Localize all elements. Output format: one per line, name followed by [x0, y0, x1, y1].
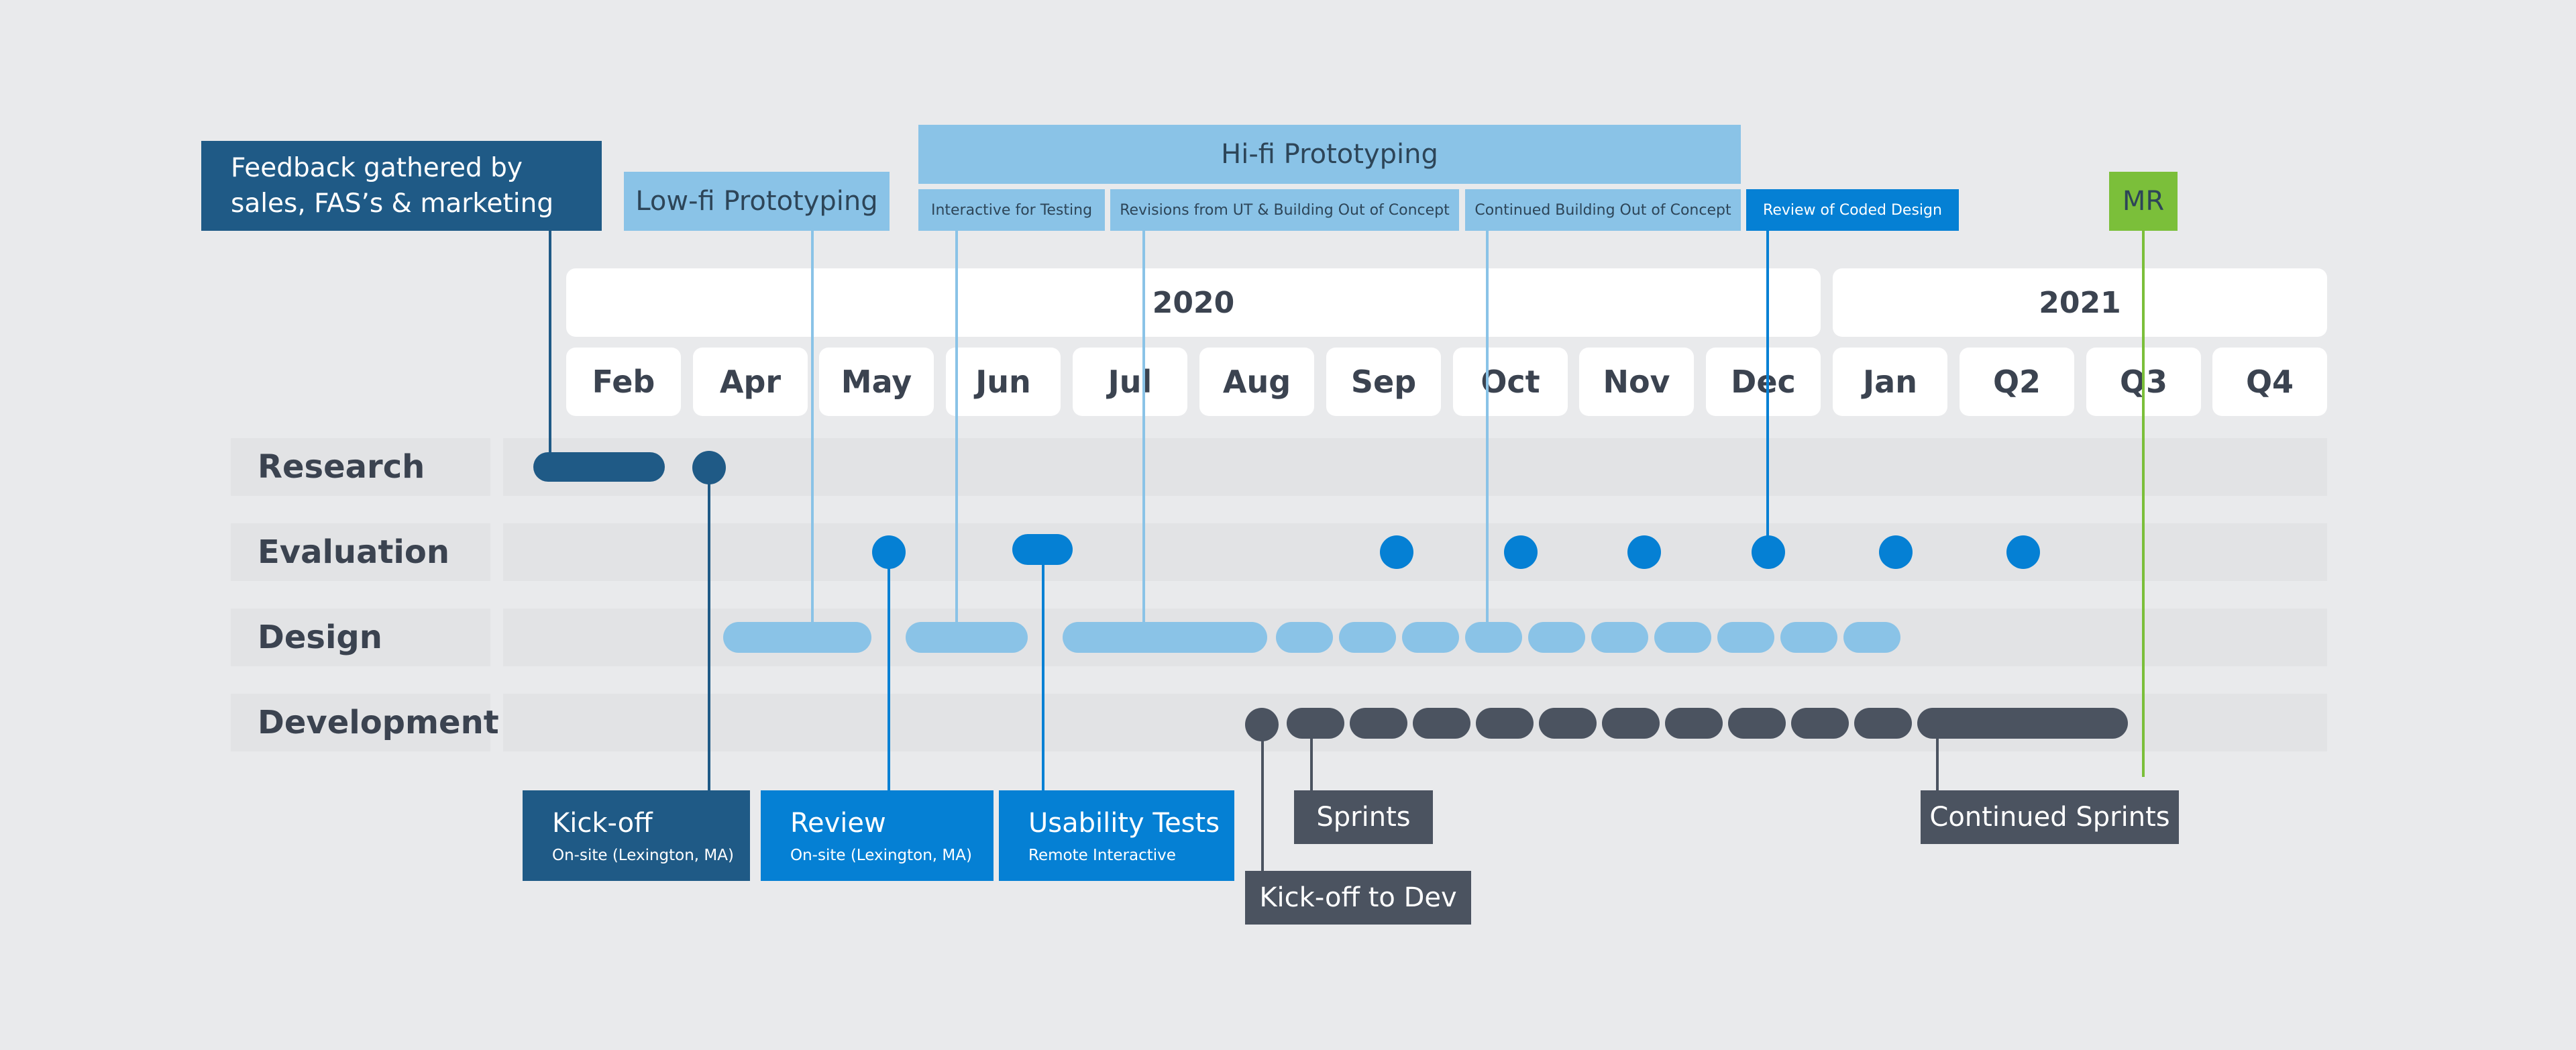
- design-bar-interactive: [906, 622, 1028, 653]
- design-sprint-8: [1717, 622, 1774, 653]
- evaluation-usability-bar: [1012, 534, 1073, 565]
- design-sprint-7: [1654, 622, 1711, 653]
- design-sprint-9: [1780, 622, 1837, 653]
- development-sprint-5: [1539, 708, 1597, 739]
- lane-label-research: Research: [231, 438, 490, 496]
- lane-label-design: Design: [231, 609, 490, 666]
- development-sprint-8: [1728, 708, 1786, 739]
- evaluation-dot-sep: [1380, 535, 1413, 569]
- development-sprint-4: [1476, 708, 1534, 739]
- hifi-sub-interactive-label: Interactive for Testing: [918, 189, 1105, 231]
- sprints-label: Sprints: [1294, 790, 1433, 844]
- month-may: May: [819, 348, 934, 416]
- evaluation-dot-jan: [1879, 535, 1913, 569]
- design-bar-revisions: [1063, 622, 1267, 653]
- hifi-prototyping-label: Hi-fi Prototyping: [918, 125, 1741, 184]
- research-kickoff-dot: [692, 451, 726, 484]
- lofi-prototyping-label: Low-fi Prototyping: [624, 172, 890, 231]
- feedback-phase-label: Feedback gathered by sales, FAS’s & mark…: [201, 141, 602, 231]
- evaluation-dot-nov: [1627, 535, 1661, 569]
- design-sprint-5: [1528, 622, 1585, 653]
- usability-tests-callout: Usability Tests Remote Interactive: [999, 790, 1234, 881]
- evaluation-dot-q2: [2006, 535, 2040, 569]
- mr-milestone-label: MR: [2109, 172, 2178, 231]
- development-sprint-1: [1287, 708, 1344, 739]
- year-2021-header: 2021: [1833, 268, 2327, 337]
- month-q2: Q2: [1960, 348, 2074, 416]
- connector-review: [888, 552, 890, 790]
- research-feedback-bar: [533, 452, 665, 482]
- design-bar-lofi: [723, 622, 871, 653]
- kickoff-to-dev-label: Kick-off to Dev: [1245, 871, 1471, 925]
- connector-kickoff-dev: [1261, 723, 1264, 871]
- connector-lofi: [811, 231, 814, 637]
- development-sprint-9: [1791, 708, 1849, 739]
- lane-track-evaluation: [503, 523, 2327, 581]
- review-callout: Review On-site (Lexington, MA): [761, 790, 994, 881]
- evaluation-review-dot: [872, 535, 906, 569]
- development-sprint-7: [1665, 708, 1723, 739]
- connector-continued-sprints: [1936, 723, 1939, 790]
- month-jan: Jan: [1833, 348, 1947, 416]
- review-coded-design-label: Review of Coded Design: [1746, 189, 1959, 231]
- month-feb: Feb: [566, 348, 681, 416]
- month-dec: Dec: [1706, 348, 1821, 416]
- evaluation-dot-oct: [1504, 535, 1538, 569]
- development-sprint-3: [1413, 708, 1470, 739]
- month-jun: Jun: [946, 348, 1061, 416]
- evaluation-dot-dec: [1752, 535, 1785, 569]
- month-apr: Apr: [693, 348, 808, 416]
- development-sprint-10: [1854, 708, 1912, 739]
- month-sep: Sep: [1326, 348, 1441, 416]
- year-2020-header: 2020: [566, 268, 1821, 337]
- development-sprint-6: [1602, 708, 1660, 739]
- hifi-sub-continued-label: Continued Building Out of Concept: [1465, 189, 1741, 231]
- month-nov: Nov: [1579, 348, 1694, 416]
- continued-sprints-label: Continued Sprints: [1921, 790, 2179, 844]
- month-jul: Jul: [1073, 348, 1187, 416]
- month-q4: Q4: [2212, 348, 2327, 416]
- connector-feedback: [549, 231, 551, 467]
- month-aug: Aug: [1199, 348, 1314, 416]
- connector-continued: [1486, 231, 1489, 637]
- hifi-sub-revisions-label: Revisions from UT & Building Out of Conc…: [1110, 189, 1459, 231]
- connector-sprints: [1310, 723, 1313, 790]
- connector-review-coded: [1766, 231, 1769, 552]
- connector-usability: [1042, 550, 1044, 790]
- connector-mr: [2142, 231, 2145, 777]
- design-sprint-1: [1276, 622, 1333, 653]
- lane-track-research: [503, 438, 2327, 496]
- month-oct: Oct: [1453, 348, 1568, 416]
- kickoff-callout: Kick-off On-site (Lexington, MA): [523, 790, 750, 881]
- lane-label-evaluation: Evaluation: [231, 523, 490, 581]
- development-sprint-2: [1350, 708, 1407, 739]
- development-kickoff-dot: [1245, 708, 1279, 741]
- design-sprint-2: [1339, 622, 1396, 653]
- design-sprint-10: [1843, 622, 1900, 653]
- connector-interactive: [955, 231, 958, 637]
- design-sprint-3: [1402, 622, 1459, 653]
- connector-revisions: [1142, 231, 1145, 637]
- design-sprint-4: [1465, 622, 1522, 653]
- lane-label-development: Development: [231, 694, 499, 751]
- design-sprint-6: [1591, 622, 1648, 653]
- development-continued-sprints-bar: [1917, 708, 2128, 739]
- connector-kickoff: [708, 467, 710, 790]
